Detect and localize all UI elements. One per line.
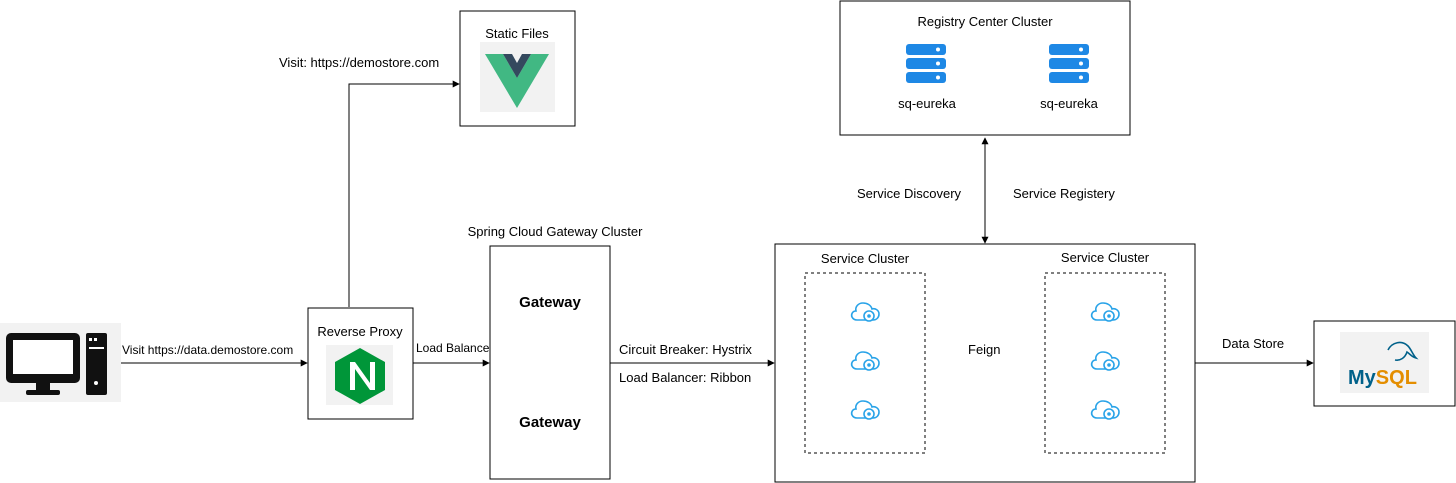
eureka-label-1: sq-eureka <box>898 96 956 111</box>
feign-label: Feign <box>968 342 1001 357</box>
gateway-node-1: Gateway <box>519 294 581 311</box>
service-cluster-label-1: Service Cluster <box>820 251 910 266</box>
gateway-cluster-label: Spring Cloud Gateway Cluster <box>467 224 643 239</box>
cloud-service-icon <box>850 351 880 371</box>
cloud-service-icon <box>850 302 880 322</box>
mysql-wordmark: MySQL <box>1348 367 1417 389</box>
service-cluster-box-2 <box>1044 272 1166 454</box>
load-balance-label: Load Balance <box>416 341 490 355</box>
data-store-label: Data Store <box>1222 336 1285 351</box>
nginx-logo-icon <box>326 345 393 405</box>
server-icon <box>1049 44 1089 83</box>
gateway-cluster-box <box>489 245 611 480</box>
cloud-service-icon <box>1090 302 1120 322</box>
cloud-service-icon <box>1090 351 1120 371</box>
mysql-logo-icon: MySQL <box>1340 332 1429 393</box>
visit-demostore-label: Visit: https://demostore.com <box>279 55 440 70</box>
registry-cluster-label: Registry Center Cluster <box>917 14 1053 29</box>
visit-data-label: Visit https://data.demostore.com <box>122 343 294 357</box>
vue-logo-icon <box>480 42 555 112</box>
circuit-breaker-label: Circuit Breaker: Hystrix <box>619 342 752 357</box>
computer-icon <box>6 333 107 395</box>
load-balancer-label: Load Balancer: Ribbon <box>619 370 752 385</box>
eureka-label-2: sq-eureka <box>1040 96 1098 111</box>
service-cluster-box-1 <box>804 272 926 454</box>
cloud-service-icon <box>850 400 880 420</box>
service-cluster-label-2: Service Cluster <box>1060 250 1150 265</box>
client-computer <box>0 323 121 402</box>
gateway-node-2: Gateway <box>519 414 581 431</box>
cloud-service-icon <box>1090 400 1120 420</box>
server-icon <box>906 44 946 83</box>
services-box <box>774 243 1196 483</box>
reverse-proxy-label: Reverse Proxy <box>317 324 403 339</box>
service-registery-label: Service Registery <box>1013 186 1115 201</box>
service-discovery-label: Service Discovery <box>857 186 962 201</box>
edge-proxy-to-static <box>348 80 460 307</box>
static-files-label: Static Files <box>485 26 549 41</box>
